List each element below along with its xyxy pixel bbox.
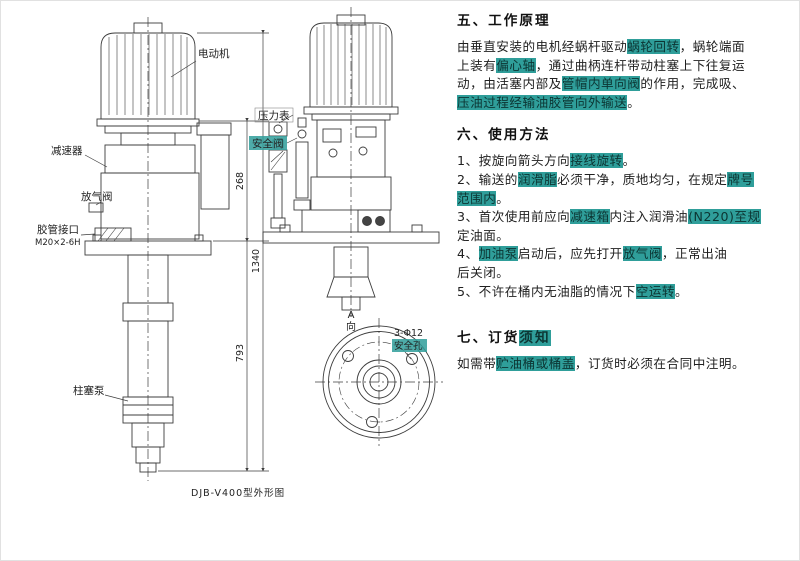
body2-detail-1	[322, 128, 342, 143]
usage-item-2-cont: 范围内。	[457, 190, 510, 206]
motor-label: 电动机	[198, 47, 230, 60]
bell-stem	[341, 296, 361, 311]
body2-bolt-1	[328, 148, 338, 158]
view1-leaders	[80, 60, 197, 402]
usage-item-3: 3、首次使用前应向减速箱内注入润滑油(N220)至规	[457, 209, 761, 225]
view2-labels: 压力表 安全阀	[249, 107, 298, 150]
safety-valve-top	[297, 117, 307, 128]
pump-head-port-2	[375, 216, 385, 226]
dim-793-label: 793	[235, 344, 246, 362]
motor2-fins	[316, 24, 387, 105]
flange-bottom-view	[315, 318, 443, 446]
view-a-letter: A	[348, 310, 355, 321]
usage-item-5: 5、不许在桶内无油脂的情况下空运转。	[457, 283, 689, 299]
safety-valve-body	[295, 141, 309, 199]
reducer-label: 减速器	[51, 145, 83, 157]
dim-268-label: 268	[235, 172, 246, 190]
manual-text-column: 五、工作原理 由垂直安装的电机经蜗杆驱动蜗轮回转，蜗轮端面 上装有偏心轴，通过曲…	[457, 11, 793, 374]
section-6-heading: 六、使用方法	[457, 127, 551, 144]
plate2-stud-left	[279, 224, 291, 233]
mounting-plate-2	[262, 231, 440, 244]
safety-valve-base	[293, 199, 311, 211]
motor2-body	[309, 22, 393, 108]
usage-item-4-cont: 后关闭。	[457, 264, 510, 280]
section-7-heading: 七、订货须知	[457, 330, 551, 347]
motor2-cap	[336, 14, 366, 26]
hose-thread-label: M20×2-6H	[35, 238, 81, 248]
view1-labels: 电动机 减速器 放气阀 胶管接口 M20×2-6H 柱塞泵 DJB-V400型外…	[35, 47, 285, 499]
dim-1340-label: 1340	[251, 249, 262, 273]
section-usage: 六、使用方法 1、按旋向箭头方向接线旋转。 2、输送的润滑脂必须干净，质地均匀，…	[457, 125, 793, 301]
usage-item-4: 4、加油泵启动后，应先打开放气阀，正常出油	[457, 246, 728, 262]
motor-body	[100, 32, 196, 120]
barrel-tip-end	[139, 462, 157, 473]
view1-dimensions	[158, 29, 269, 472]
pump-front-view	[262, 7, 440, 317]
pump-head-port-1	[362, 216, 372, 226]
safety-valve-knob	[297, 129, 307, 139]
plate2-stud-right	[411, 224, 423, 233]
body2-lower	[310, 176, 392, 211]
motor-fins	[108, 34, 188, 115]
section-working-principle: 五、工作原理 由垂直安装的电机经蜗杆驱动蜗轮回转，蜗轮端面 上装有偏心轴，通过曲…	[457, 11, 793, 112]
section-5-heading: 五、工作原理	[457, 13, 551, 29]
pump-side-view	[84, 17, 232, 481]
holes-label-box	[392, 339, 427, 352]
drawing-caption: DJB-V400型外形图	[191, 487, 285, 499]
safety-hole-1	[342, 350, 354, 362]
nozzle-hatch	[97, 227, 125, 242]
gauge-base	[270, 217, 286, 229]
plunger-pump-label: 柱塞泵	[73, 384, 105, 397]
body2-detail-2	[355, 126, 377, 138]
text-line: 动，由活塞内部及管帽内单向阀的作用，完成吸、	[457, 76, 746, 92]
text-line: 压油过程经输油胶管向外输送。	[457, 94, 641, 110]
reducer-body	[100, 172, 200, 240]
ordering-note: 如需带贮油桶或桶盖，订货时必须在合同中注明。	[457, 356, 746, 372]
safety-valve-label: 安全阀	[252, 137, 284, 150]
holes-leader	[404, 351, 412, 360]
plate-stud-left	[92, 234, 102, 242]
bell-mouth	[326, 276, 376, 298]
safety-hole-2	[406, 353, 418, 365]
air-valve-label: 放气阀	[81, 190, 113, 203]
pump-outline-drawing: 电动机 减速器 放气阀 胶管接口 M20×2-6H 柱塞泵 DJB-V400型外…	[35, 7, 443, 499]
hose-port-label: 胶管接口	[37, 223, 79, 236]
plate-stud-right	[194, 234, 204, 242]
usage-item-2: 2、输送的润滑脂必须干净，质地均匀，在规定牌号	[457, 171, 754, 187]
side-bracket	[200, 134, 230, 210]
section-ordering: 七、订货须知 如需带贮油桶或桶盖，订货时必须在合同中注明。	[457, 328, 793, 374]
reducer-upper	[104, 144, 196, 174]
body2-bolt-2	[358, 146, 368, 156]
pressure-gauge-label: 压力表	[258, 109, 290, 122]
air-valve-body	[88, 202, 104, 213]
usage-item-3-cont: 定油面。	[457, 227, 510, 243]
view-a-char: 向	[346, 320, 356, 333]
text-line: 由垂直安装的电机经蜗杆驱动蜗轮回转，蜗轮端面	[457, 39, 746, 54]
view1-dim-texts: 268 1340 793	[235, 172, 262, 362]
safety-valve-label-box	[249, 136, 287, 150]
usage-item-1: 1、按旋向箭头方向接线旋转。	[457, 153, 636, 169]
side-bracket-top	[196, 122, 232, 136]
view3-labels: A 向 3-Φ12 安全孔	[346, 310, 427, 352]
holes-name-label: 安全孔	[394, 340, 423, 352]
text-line: 上装有偏心轴，通过曲柄连杆带动柱塞上下往复运	[457, 57, 746, 73]
pressure-gauge-dial	[273, 124, 283, 134]
gauge-hatch	[270, 150, 286, 171]
pressure-gauge-body	[268, 121, 288, 137]
safety-hole-3	[366, 416, 378, 428]
holes-count-label: 3-Φ12	[394, 328, 423, 339]
gauge-pipe	[273, 173, 283, 219]
